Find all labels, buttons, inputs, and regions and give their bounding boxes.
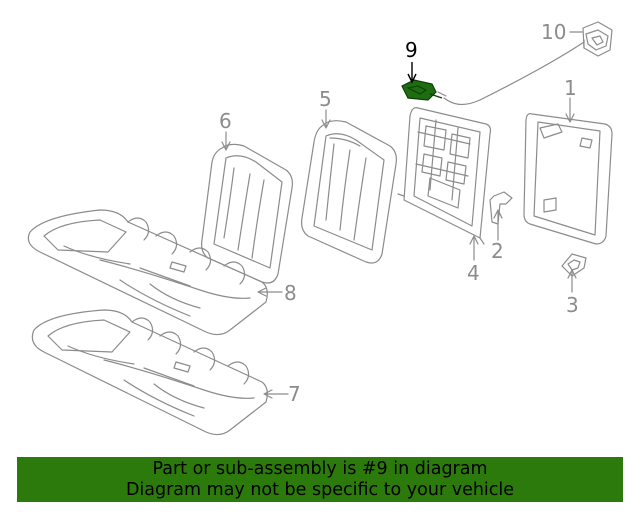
part-10-cable xyxy=(443,41,585,106)
callout-8: 8 xyxy=(284,281,297,305)
part-7-seat-cushion xyxy=(31,309,268,436)
callout-4: 4 xyxy=(467,261,480,285)
callout-9: 9 xyxy=(405,38,418,62)
part-2-hook xyxy=(489,191,513,225)
info-banner: Part or sub-assembly is #9 in diagram Di… xyxy=(17,457,623,502)
part-4-backrest-frame xyxy=(397,107,492,245)
part-1-back-panel xyxy=(523,113,613,245)
callout-10: 10 xyxy=(541,20,566,44)
callout-2: 2 xyxy=(491,239,504,263)
part-5-backrest-cushion xyxy=(301,120,397,264)
part-10-cable-bracket xyxy=(582,21,613,57)
banner-line-1: Part or sub-assembly is #9 in diagram xyxy=(152,459,488,479)
part-9-highlighted xyxy=(401,62,443,101)
part-8-seat-cushion xyxy=(27,209,268,336)
callout-3: 3 xyxy=(566,293,579,317)
banner-line-2: Diagram may not be specific to your vehi… xyxy=(125,480,515,500)
callout-6: 6 xyxy=(219,109,232,133)
callout-1: 1 xyxy=(564,76,577,100)
callout-7: 7 xyxy=(288,382,301,406)
callout-5: 5 xyxy=(319,87,332,111)
part-6-backrest-cushion xyxy=(201,143,293,284)
leader-lines xyxy=(221,31,583,399)
